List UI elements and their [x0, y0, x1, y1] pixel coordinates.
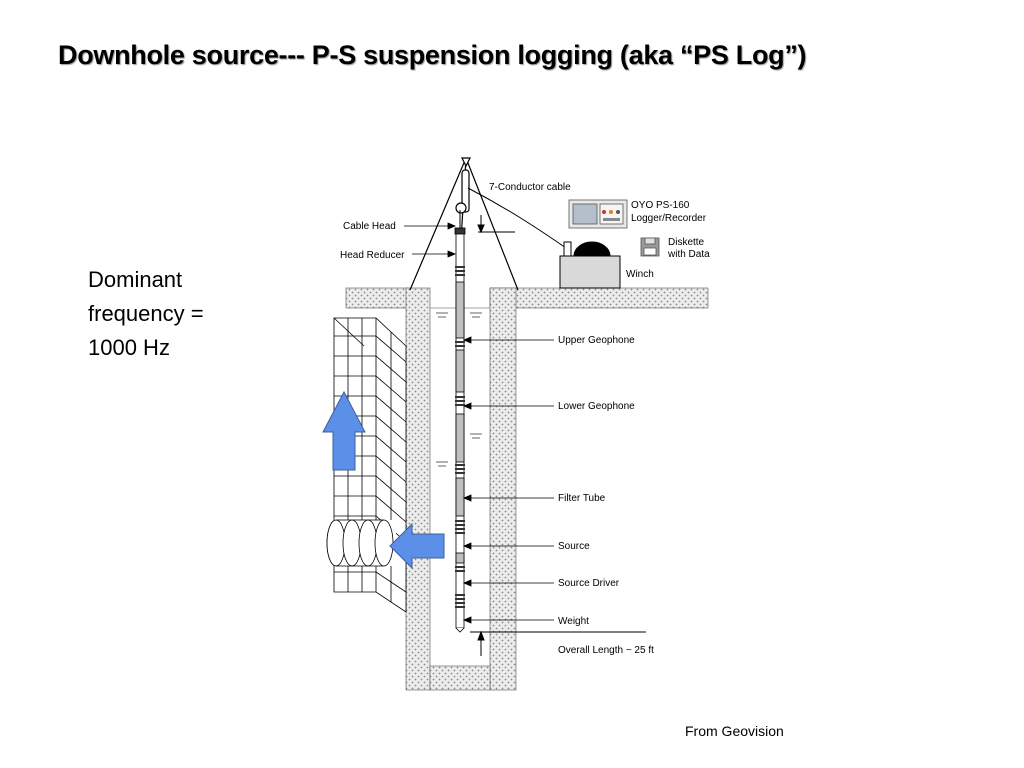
label-source-driver: Source Driver [558, 578, 620, 589]
winch [559, 241, 621, 289]
ground-surface [345, 287, 709, 309]
diskette-icon [640, 237, 660, 257]
label-head-reducer: Head Reducer [340, 250, 405, 261]
body-line-3: 1000 Hz [88, 335, 170, 360]
label-upper-geophone: Upper Geophone [558, 335, 635, 346]
bottom-length-marker [470, 630, 646, 656]
label-winch: Winch [626, 269, 654, 280]
label-diskette-2: with Data [667, 249, 710, 260]
left-leaders [404, 222, 457, 258]
label-logger-1: OYO PS-160 [631, 200, 690, 211]
body-line-2: frequency = [88, 301, 204, 326]
probe-string [454, 227, 466, 633]
label-weight: Weight [558, 616, 589, 627]
logger-recorder [568, 199, 628, 229]
wave-fronts-front [326, 519, 396, 567]
label-cable: 7-Conductor cable [489, 182, 571, 193]
inward-source-arrow [389, 522, 445, 570]
top-length-marker [477, 215, 515, 234]
label-source: Source [558, 541, 590, 552]
probe-couplings [455, 266, 465, 608]
right-leaders [462, 336, 554, 624]
borehole-walls [405, 287, 517, 691]
label-logger-2: Logger/Recorder [631, 213, 707, 224]
slide-title: Downhole source--- P-S suspension loggin… [58, 40, 807, 70]
conductor-cable [467, 187, 567, 249]
tripod [409, 157, 519, 291]
label-cable-head: Cable Head [343, 221, 396, 232]
label-overall-length: Overall Length ~ 25 ft [558, 645, 654, 656]
label-lower-geophone: Lower Geophone [558, 401, 635, 412]
label-filter-tube: Filter Tube [558, 493, 606, 504]
water-level-marks [436, 312, 482, 467]
source-credit: From Geovision [685, 723, 784, 739]
upward-wave-arrow [322, 390, 366, 471]
body-line-1: Dominant [88, 267, 183, 292]
label-diskette-1: Diskette [668, 237, 705, 248]
body-text: Dominant frequency = 1000 Hz [88, 263, 204, 365]
